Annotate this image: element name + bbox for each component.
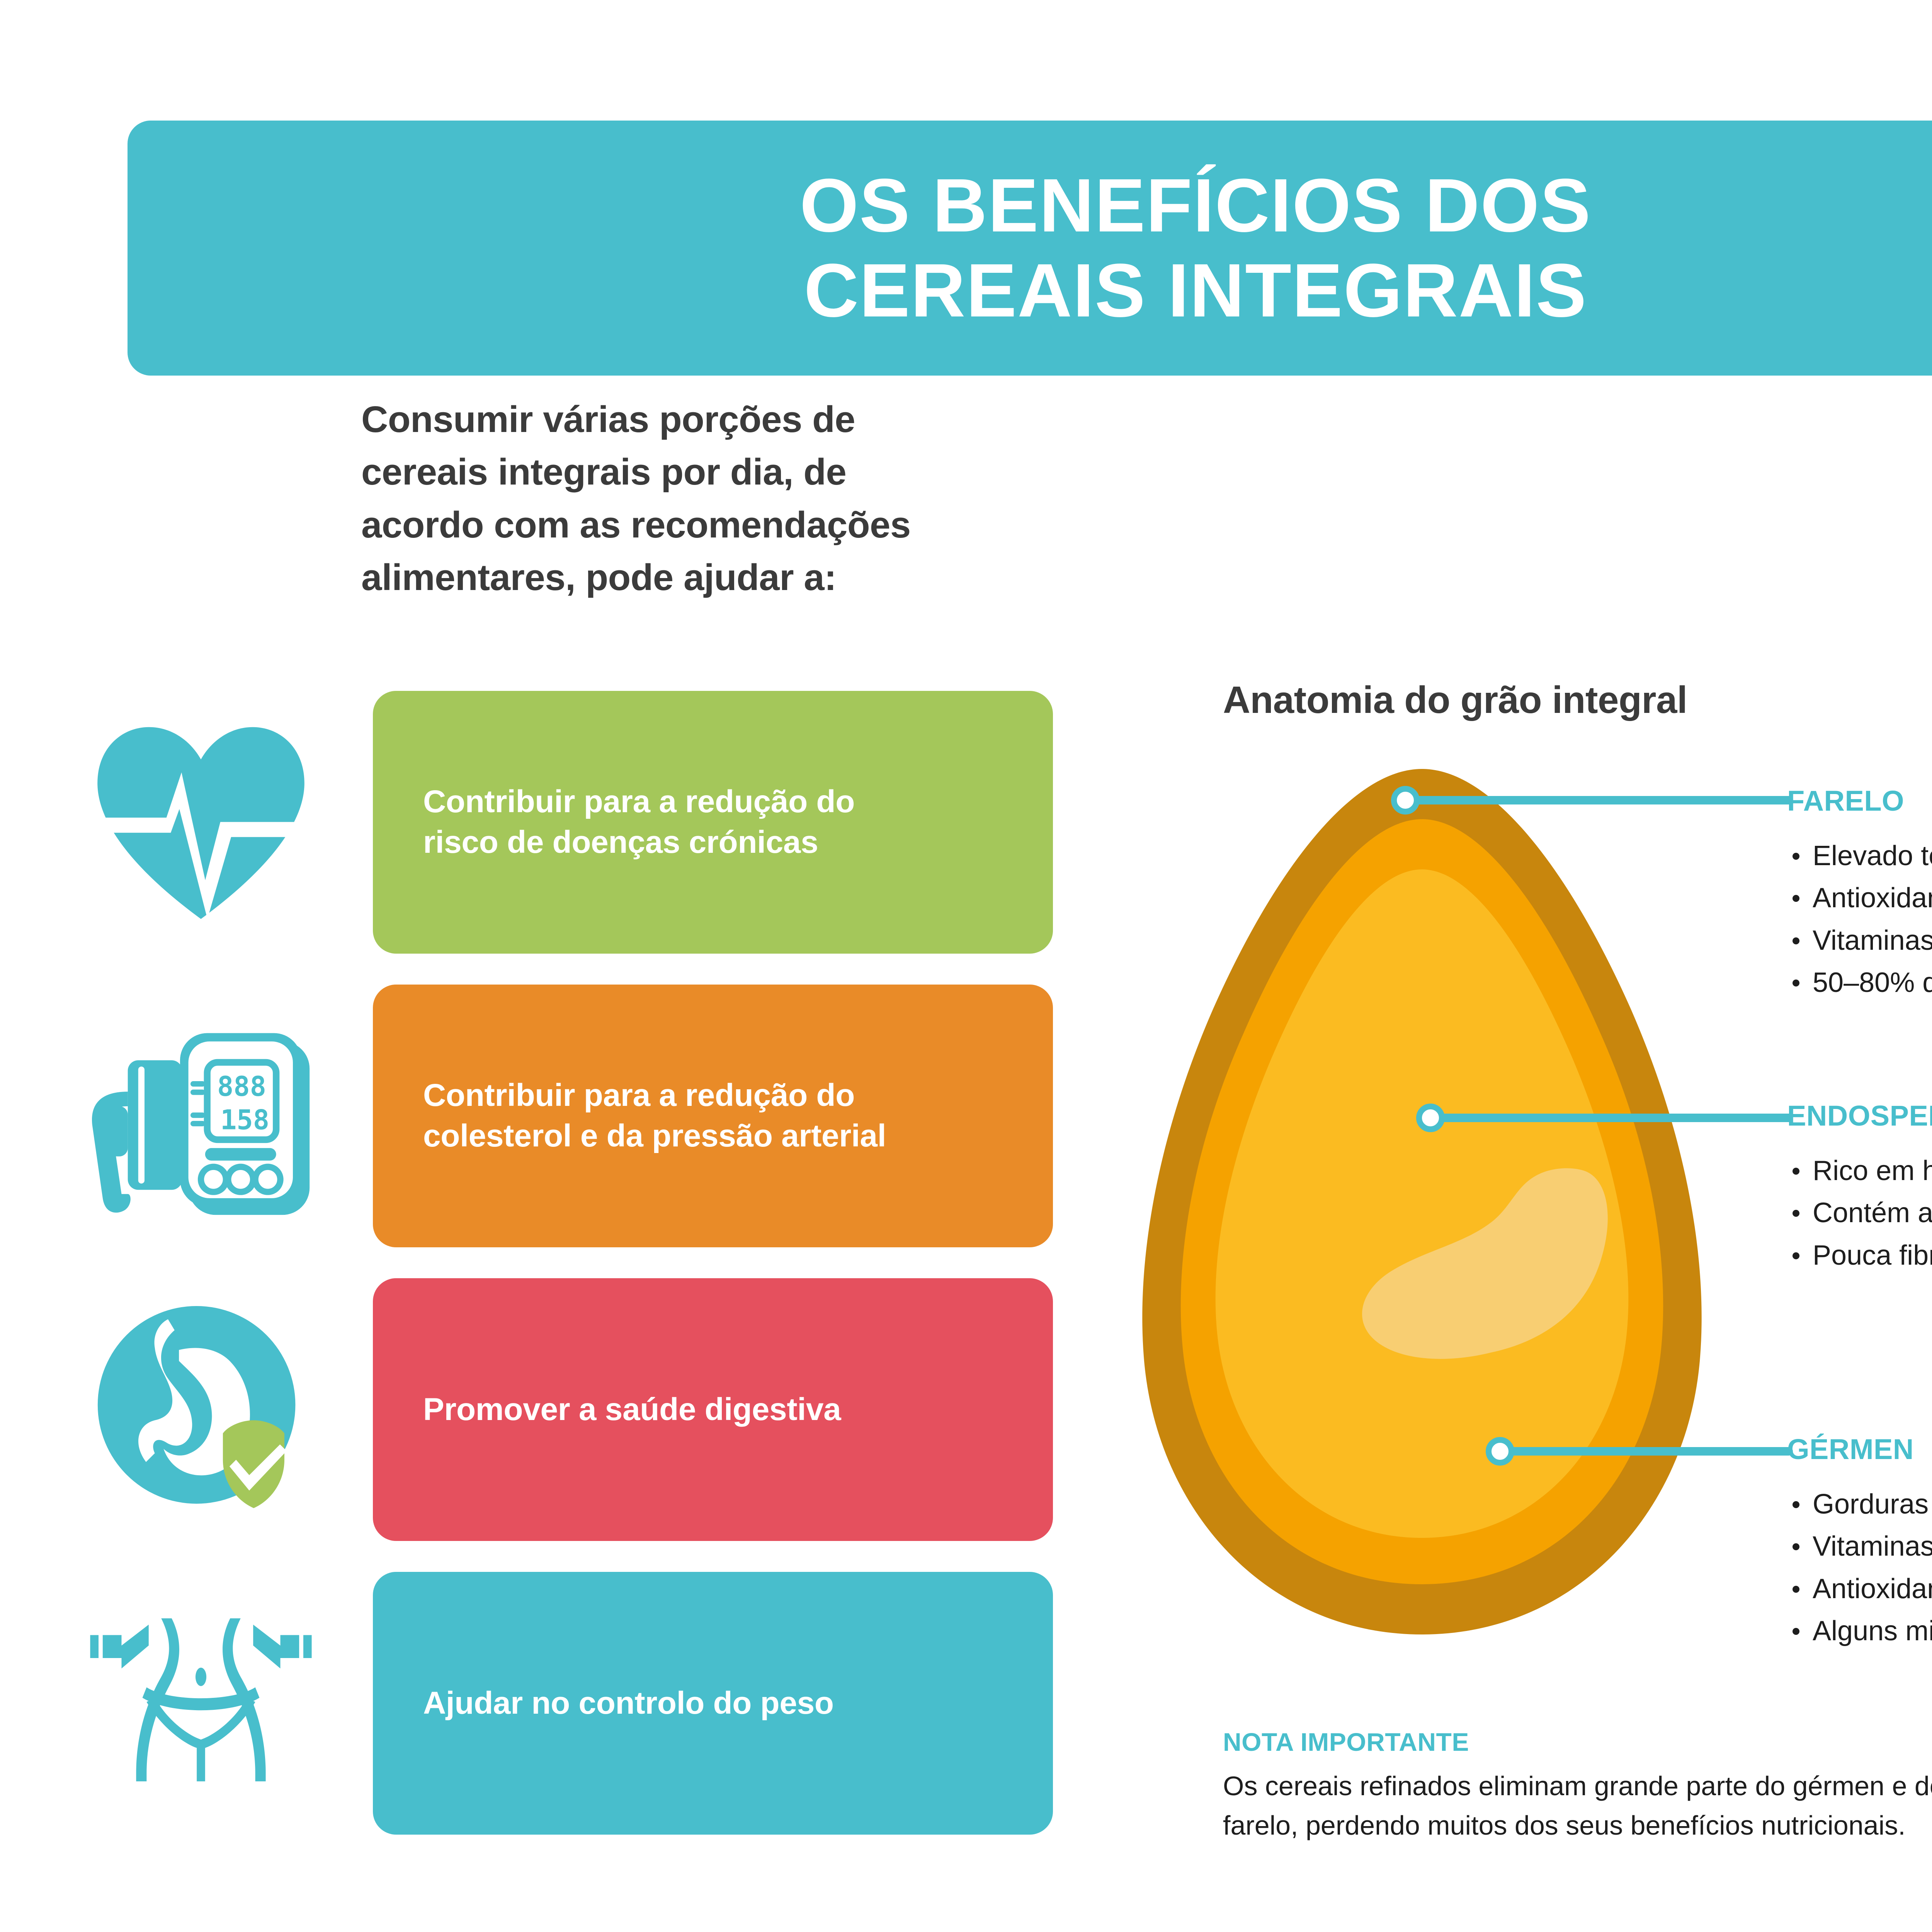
list-item: Antioxidantes bbox=[1787, 877, 1932, 919]
benefit-label-line-1: Contribuir para a redução do bbox=[423, 784, 855, 820]
anatomy-part-bullet-list: Rico em hidratos de carbono (amido) Cont… bbox=[1787, 1150, 1932, 1277]
anatomy-part-bullet-list: Elevado teor de fibra Antioxidantes Vita… bbox=[1787, 835, 1932, 1004]
anatomy-part-bullet-list: Gorduras saudáveis Vitaminas do complexo… bbox=[1787, 1483, 1932, 1653]
benefit-row: Contribuir para a redução do risco de do… bbox=[0, 680, 1082, 974]
whole-grain-diagram bbox=[1090, 753, 1754, 1650]
benefit-card-label: Contribuir para a redução do colesterol … bbox=[423, 1075, 886, 1156]
benefit-card-label: Promover a saúde digestiva bbox=[423, 1391, 841, 1427]
page-title-line-1: OS BENEFÍCIOS DOS bbox=[799, 163, 1592, 248]
leader-line-farelo bbox=[1414, 796, 1793, 804]
intro-line-3: acordo com as recomendações bbox=[361, 504, 911, 546]
intro-line-4: alimentares, pode ajudar a: bbox=[361, 556, 837, 598]
list-item: Rico em hidratos de carbono (amido) bbox=[1787, 1150, 1932, 1192]
leader-dot-endosperma bbox=[1416, 1104, 1445, 1132]
benefit-label-line-1: Contribuir para a redução do bbox=[423, 1078, 855, 1113]
leader-line-endosperma bbox=[1439, 1114, 1793, 1122]
leader-line-germen bbox=[1509, 1447, 1793, 1456]
benefits-list: Contribuir para a redução do risco de do… bbox=[0, 680, 1082, 1855]
benefit-card-cholesterol[interactable]: Contribuir para a redução do colesterol … bbox=[373, 985, 1053, 1247]
benefit-label-line-2: risco de doenças crónicas bbox=[423, 825, 818, 860]
benefit-card-label: Ajudar no controlo do peso bbox=[423, 1685, 834, 1721]
benefit-label-line-2: colesterol e da pressão arterial bbox=[423, 1118, 886, 1153]
benefit-row: 888 158 Contri bbox=[0, 974, 1082, 1267]
benefit-card-label: Contribuir para a redução do risco de do… bbox=[423, 782, 855, 863]
list-item: Vitaminas do complexo B bbox=[1787, 920, 1932, 962]
list-item: 50–80% dos minerais do grão bbox=[1787, 962, 1932, 1004]
important-note: NOTA IMPORTANTE Os cereais refinados eli… bbox=[1223, 1727, 1932, 1845]
heart-pulse-icon bbox=[58, 688, 344, 958]
important-note-heading: NOTA IMPORTANTE bbox=[1223, 1728, 1469, 1756]
list-item: Vitaminas do complexo B bbox=[1787, 1526, 1932, 1568]
list-item: Contém alguma proteína bbox=[1787, 1192, 1932, 1234]
list-item: Elevado teor de fibra bbox=[1787, 835, 1932, 877]
benefit-card-weight-control[interactable]: Ajudar no controlo do peso bbox=[373, 1572, 1053, 1835]
blood-pressure-monitor-icon: 888 158 bbox=[58, 981, 344, 1252]
anatomy-part-heading: GÉRMEN bbox=[1787, 1433, 1914, 1465]
list-item: Gorduras saudáveis bbox=[1787, 1483, 1932, 1526]
benefit-row: Ajudar no controlo do peso bbox=[0, 1561, 1082, 1855]
benefit-row: Promover a saúde digestiva bbox=[0, 1267, 1082, 1561]
intro-line-1: Consumir várias porções de bbox=[361, 399, 855, 440]
anatomy-part-heading: FARELO bbox=[1787, 785, 1905, 817]
benefit-card-digestive-health[interactable]: Promover a saúde digestiva bbox=[373, 1278, 1053, 1541]
anatomy-part-germen: GÉRMEN Gorduras saudáveis Vitaminas do c… bbox=[1787, 1433, 1932, 1653]
stomach-check-icon bbox=[58, 1275, 344, 1546]
waist-weight-icon bbox=[58, 1569, 344, 1839]
page-title-line-2: CEREAIS INTEGRAIS bbox=[804, 248, 1587, 333]
leader-dot-germen bbox=[1486, 1437, 1514, 1466]
leader-dot-farelo bbox=[1391, 786, 1420, 815]
intro-paragraph: Consumir várias porções de cereais integ… bbox=[361, 393, 1119, 604]
list-item: Alguns minerais bbox=[1787, 1610, 1932, 1652]
header-banner: OS BENEFÍCIOS DOS CEREAIS INTEGRAIS bbox=[128, 121, 1932, 376]
intro-line-2: cereais integrais por dia, de bbox=[361, 451, 847, 493]
list-item: Pouca fibra bbox=[1787, 1235, 1932, 1277]
list-item: Antioxidantes bbox=[1787, 1568, 1932, 1610]
anatomy-section-title: Anatomia do grão integral bbox=[1223, 679, 1687, 721]
anatomy-part-farelo: FARELO Elevado teor de fibra Antioxidant… bbox=[1787, 784, 1932, 1004]
anatomy-part-heading: ENDOSPERMA bbox=[1787, 1100, 1932, 1132]
important-note-line-2: farelo, perdendo muitos dos seus benefíc… bbox=[1223, 1810, 1906, 1840]
benefit-card-chronic-disease[interactable]: Contribuir para a redução do risco de do… bbox=[373, 691, 1053, 954]
monitor-diastolic-value: 158 bbox=[220, 1104, 269, 1136]
important-note-line-1: Os cereais refinados eliminam grande par… bbox=[1223, 1771, 1932, 1801]
monitor-systolic-value: 888 bbox=[217, 1071, 266, 1102]
anatomy-part-endosperma: ENDOSPERMA Rico em hidratos de carbono (… bbox=[1787, 1099, 1932, 1277]
